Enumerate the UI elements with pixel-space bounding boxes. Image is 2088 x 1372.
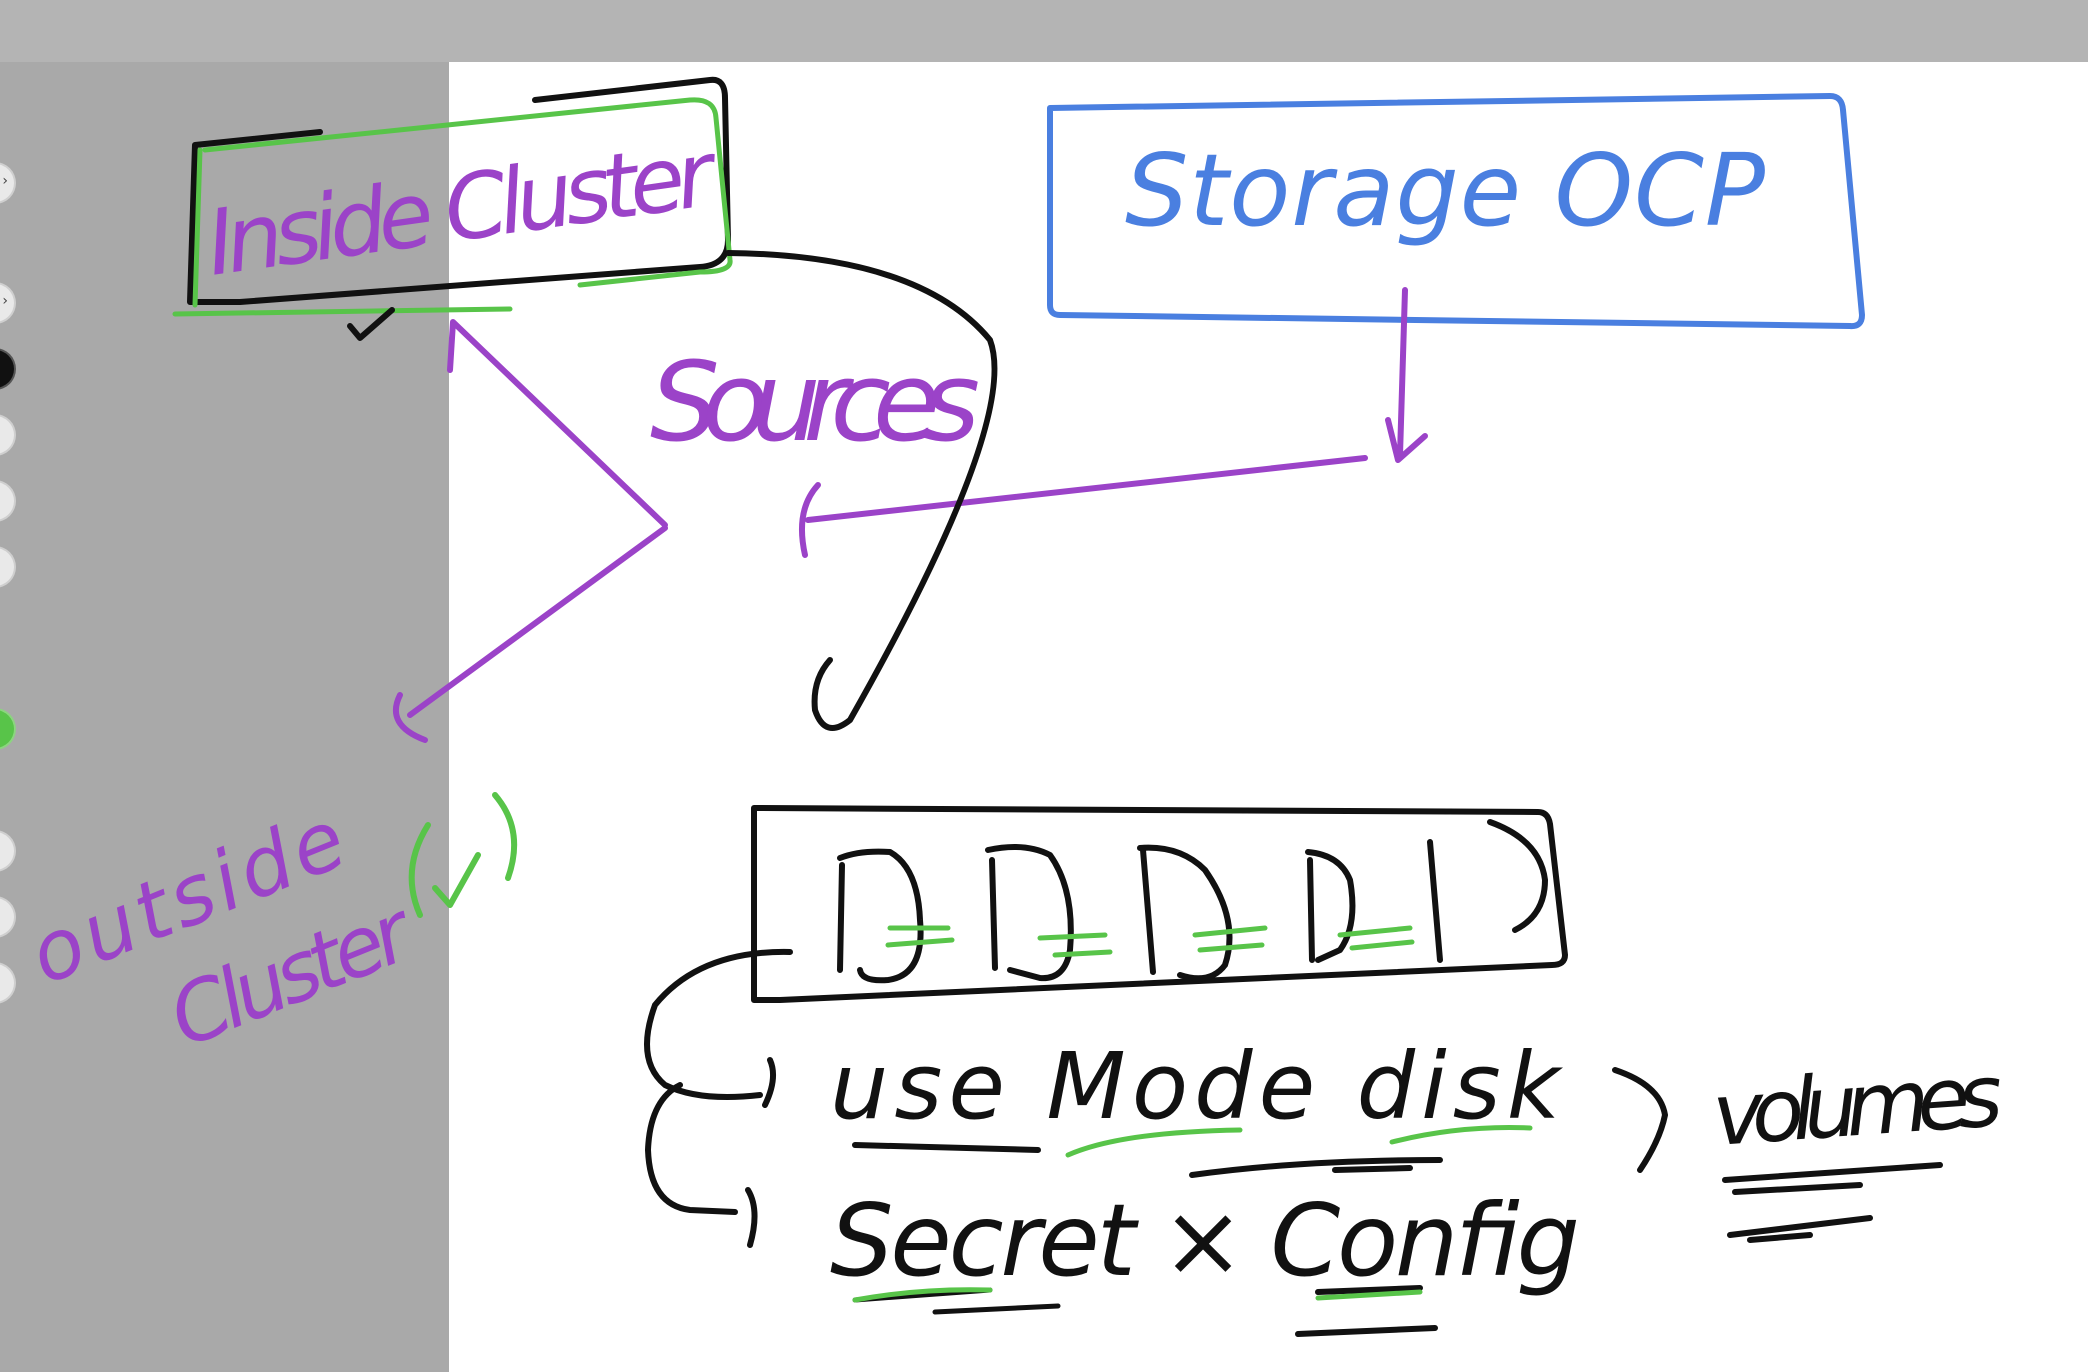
pods-container xyxy=(751,805,1568,1003)
pointer-tool-icon[interactable]: › xyxy=(0,164,14,202)
storage-ocp-label: Storage OCP xyxy=(1125,132,1766,249)
storage-ocp-box xyxy=(1047,93,1865,330)
black-color-swatch-icon[interactable] xyxy=(0,350,14,388)
pod-5 xyxy=(1427,819,1548,963)
white-color-swatch-icon[interactable] xyxy=(0,482,14,520)
checkmark-green xyxy=(408,792,518,918)
volumes-label: volumes xyxy=(1709,1046,2005,1166)
storage-left-arrow xyxy=(799,455,1368,558)
pod-1 xyxy=(837,848,924,984)
white-color-swatch-icon[interactable] xyxy=(0,898,14,936)
whiteboard-canvas[interactable] xyxy=(449,62,2088,1372)
sources-to-outside-arrow xyxy=(393,525,668,743)
underline-secret-green xyxy=(852,1287,993,1303)
underline-use xyxy=(852,1142,1041,1153)
underline-disk xyxy=(1189,1157,1443,1178)
pod-2 xyxy=(985,844,1074,982)
pod-links xyxy=(885,925,1415,958)
green-color-swatch-icon[interactable] xyxy=(0,710,14,748)
list-bracket-top xyxy=(644,948,793,1108)
check-mark-black xyxy=(347,307,395,341)
top-toolbar xyxy=(0,0,2088,62)
underline-disk-green xyxy=(1389,1125,1533,1145)
pod-3 xyxy=(1137,844,1233,982)
sources-to-inside-arrow xyxy=(447,319,668,528)
storage-down-arrow xyxy=(1385,287,1428,463)
pod-4 xyxy=(1305,849,1356,963)
volumes-brace xyxy=(1612,1067,1668,1173)
list-bracket-bottom xyxy=(645,1082,758,1248)
underline-config-green xyxy=(1315,1289,1423,1301)
underline-mode-green xyxy=(1065,1127,1243,1158)
use-mode-disk-label: use Mode disk xyxy=(830,1033,1564,1140)
white-color-swatch-icon[interactable] xyxy=(0,416,14,454)
sources-label: Sources xyxy=(650,338,980,466)
white-color-swatch-icon[interactable] xyxy=(0,832,14,870)
inside-cluster-box-green xyxy=(172,97,733,317)
white-color-swatch-icon[interactable] xyxy=(0,548,14,586)
tool-palette: › › xyxy=(0,62,449,1372)
pen-tool-icon[interactable]: › xyxy=(0,284,14,322)
underline-volumes xyxy=(1722,1162,1943,1243)
underline-config xyxy=(1295,1285,1438,1337)
black-curve xyxy=(725,250,998,731)
white-color-swatch-icon[interactable] xyxy=(0,964,14,1002)
secret-config-label: Secret × Config xyxy=(830,1182,1580,1299)
